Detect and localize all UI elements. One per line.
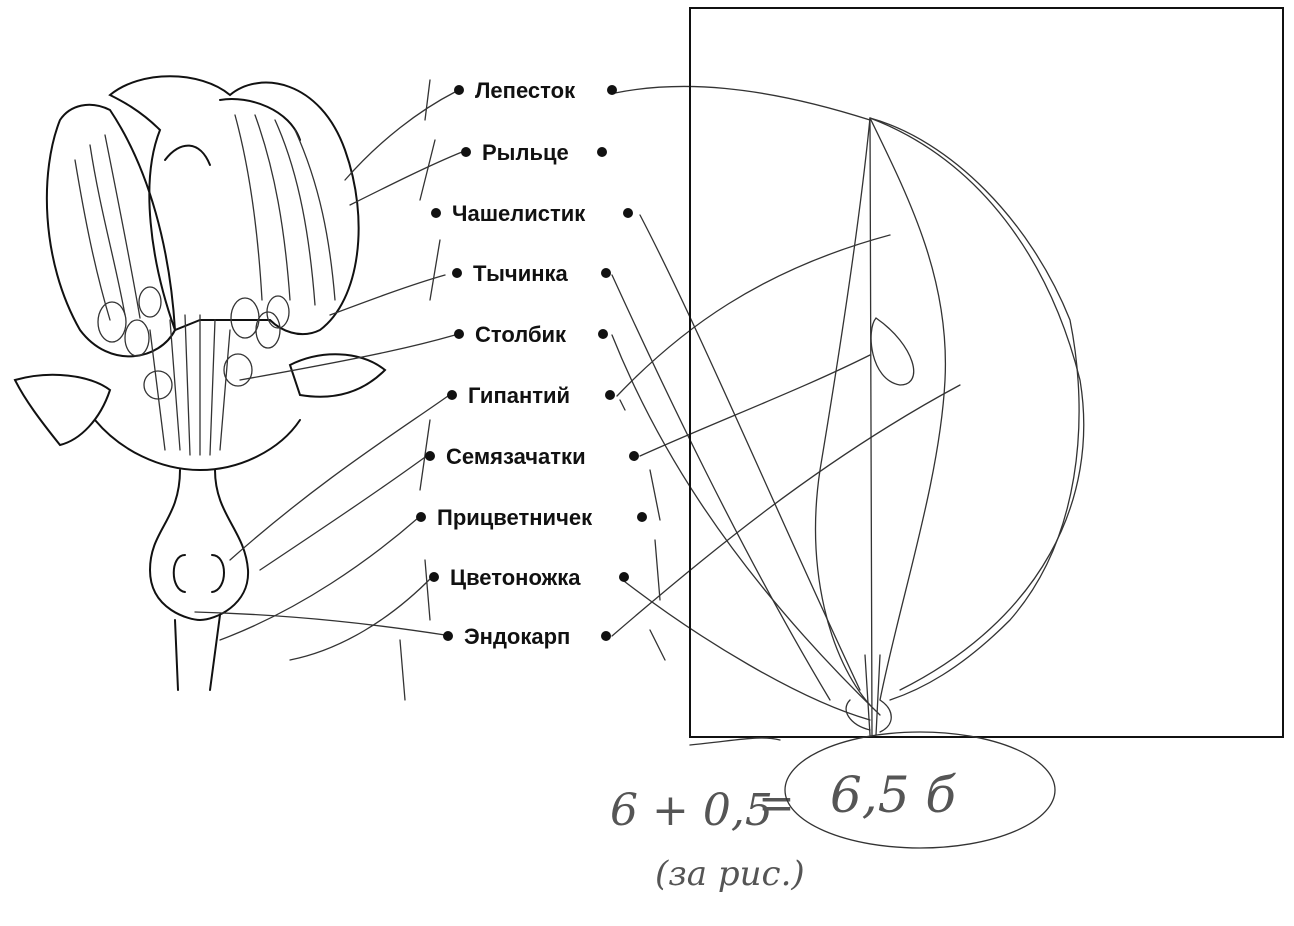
right-dot-icon	[619, 572, 629, 582]
label-text: Тычинка	[473, 261, 569, 286]
label-item: Эндокарп	[443, 624, 611, 649]
label-text: Столбик	[475, 322, 567, 347]
label-text: Рыльце	[482, 140, 569, 165]
label-text: Гипантий	[468, 383, 570, 408]
label-text: Семязачатки	[446, 444, 586, 469]
right-dot-icon	[597, 147, 607, 157]
label-text: Чашелистик	[452, 201, 586, 226]
left-dot-icon	[429, 572, 439, 582]
left-dot-icon	[431, 208, 441, 218]
left-dot-icon	[443, 631, 453, 641]
specimen-frame	[690, 8, 1283, 737]
leader-lines	[195, 80, 960, 720]
left-dot-icon	[416, 512, 426, 522]
right-dot-icon	[637, 512, 647, 522]
left-dot-icon	[454, 85, 464, 95]
right-dot-icon	[623, 208, 633, 218]
label-item: Столбик	[454, 322, 608, 347]
label-text: Лепесток	[475, 78, 576, 103]
left-dot-icon	[454, 329, 464, 339]
right-dot-icon	[629, 451, 639, 461]
label-item: Лепесток	[454, 78, 617, 103]
handwritten-grade: 6 + 0,5 (за рис.) = 6,5 б	[610, 732, 1055, 894]
grade-note: (за рис.)	[655, 854, 805, 894]
left-dot-icon	[461, 147, 471, 157]
label-item: Семязачатки	[425, 444, 639, 469]
specimen-drawing	[816, 118, 1084, 735]
grade-result: 6,5 б	[830, 766, 956, 824]
right-dot-icon	[607, 85, 617, 95]
label-text: Прицветничек	[437, 505, 593, 530]
flower-illustration	[15, 76, 385, 690]
label-item: Тычинка	[452, 261, 611, 286]
label-text: Эндокарп	[464, 624, 570, 649]
right-dot-icon	[605, 390, 615, 400]
label-item: Чашелистик	[431, 201, 633, 226]
label-item: Гипантий	[447, 383, 615, 408]
label-text: Цветоножка	[450, 565, 581, 590]
grade-formula: 6 + 0,5	[610, 785, 773, 836]
right-dot-icon	[598, 329, 608, 339]
label-item: Рыльце	[461, 140, 607, 165]
left-dot-icon	[447, 390, 457, 400]
label-item: Прицветничек	[416, 505, 647, 530]
left-dot-icon	[452, 268, 462, 278]
right-dot-icon	[601, 631, 611, 641]
label-item: Цветоножка	[429, 565, 629, 590]
right-dot-icon	[601, 268, 611, 278]
left-dot-icon	[425, 451, 435, 461]
label-list: Лепесток Рыльце Чашелистик Тычинка Столб…	[416, 78, 647, 649]
